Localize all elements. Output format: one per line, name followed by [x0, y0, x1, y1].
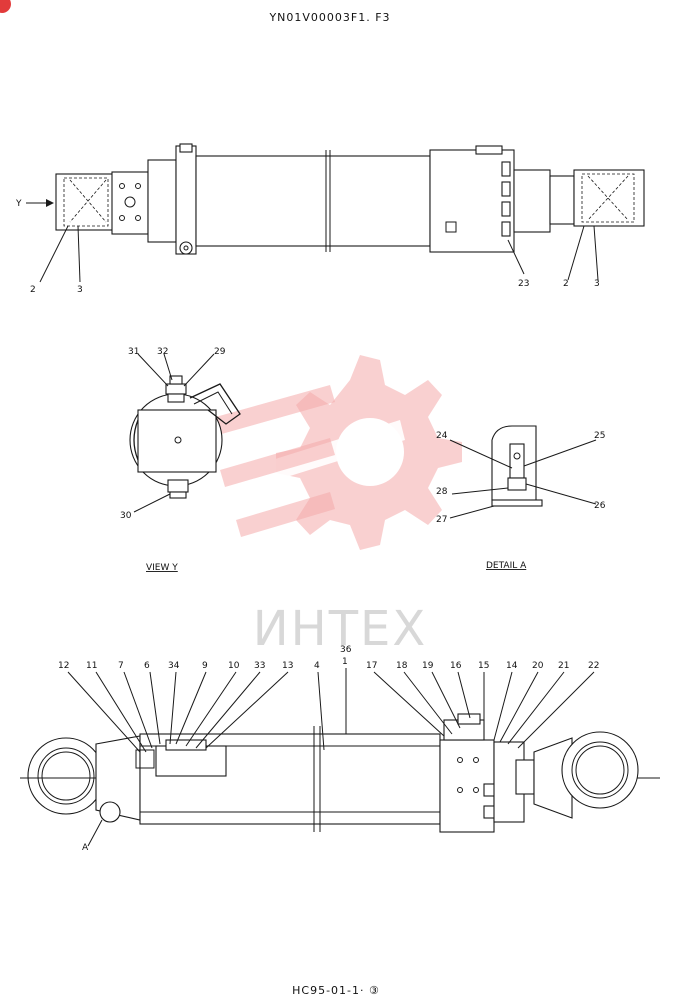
label-12: 12 — [58, 661, 69, 671]
label-15: 15 — [478, 661, 489, 671]
label-31: 31 — [128, 347, 139, 357]
label-20: 20 — [532, 661, 544, 671]
watermark-gear-icon — [212, 355, 462, 550]
label-23: 23 — [518, 279, 529, 289]
label-2-left: 2 — [30, 285, 36, 295]
corner-badge-icon — [0, 0, 11, 13]
label-2-right: 2 — [563, 279, 569, 289]
label-29: 29 — [214, 347, 226, 357]
label-30: 30 — [120, 511, 132, 521]
label-3-right: 3 — [594, 279, 600, 289]
label-1: 1 — [342, 657, 348, 667]
label-26: 26 — [594, 501, 606, 511]
watermark-text: ИНТЕХ — [253, 601, 428, 657]
label-27: 27 — [436, 515, 447, 525]
cylinder-section-view — [20, 668, 660, 847]
label-24: 24 — [436, 431, 448, 441]
view-y-caption: VIEW Y — [146, 563, 178, 573]
label-13: 13 — [282, 661, 293, 671]
label-19: 19 — [422, 661, 434, 671]
drawing-footer: HC95-01-1· ③ — [292, 984, 380, 997]
label-11: 11 — [86, 661, 97, 671]
label-7: 7 — [118, 661, 124, 671]
cylinder-top-view: Y — [15, 143, 645, 283]
label-18: 18 — [396, 661, 408, 671]
drawing-title: YN01V00003F1. F3 — [268, 11, 390, 24]
label-33: 33 — [254, 661, 265, 671]
detail-a-marker-label: A — [82, 843, 89, 853]
label-25: 25 — [594, 431, 605, 441]
detail-a-drawing — [449, 425, 597, 519]
label-10: 10 — [228, 661, 240, 671]
label-3-left: 3 — [77, 285, 83, 295]
arrow-y-icon — [46, 199, 54, 207]
view-y-drawing — [129, 353, 241, 513]
detail-a-caption: DETAIL A — [486, 561, 527, 571]
arrow-y-label: Y — [15, 199, 22, 209]
label-16: 16 — [450, 661, 462, 671]
label-28: 28 — [436, 487, 448, 497]
label-9: 9 — [202, 661, 208, 671]
label-36: 36 — [340, 645, 352, 655]
label-22: 22 — [588, 661, 599, 671]
label-32: 32 — [157, 347, 168, 357]
label-4: 4 — [314, 661, 320, 671]
label-17: 17 — [366, 661, 377, 671]
label-34: 34 — [168, 661, 180, 671]
label-21: 21 — [558, 661, 569, 671]
label-6: 6 — [144, 661, 150, 671]
label-14: 14 — [506, 661, 518, 671]
